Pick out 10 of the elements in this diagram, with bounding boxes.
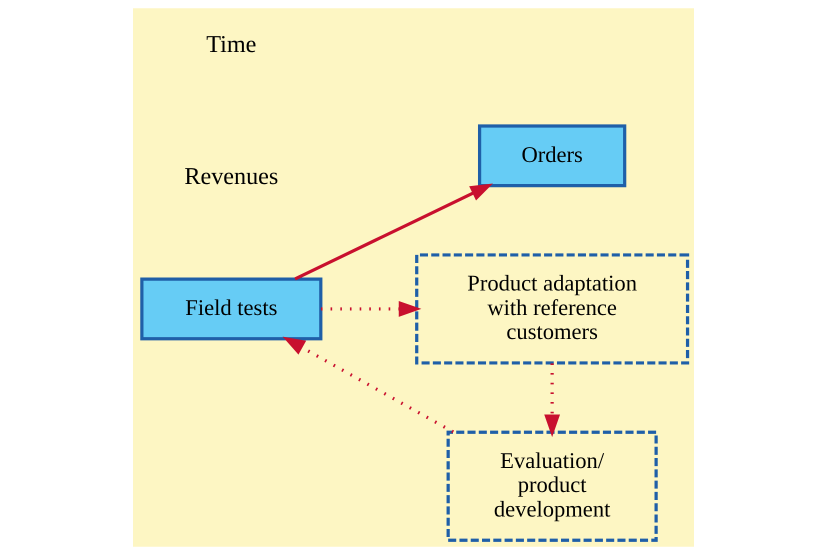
label: Time <box>206 30 256 58</box>
arrow <box>282 336 454 434</box>
arrow <box>544 363 560 438</box>
node-box: Product adaptation with reference customers <box>414 253 689 365</box>
node-box: Evaluation/ product development <box>446 430 658 542</box>
node-box: Field tests <box>140 278 322 340</box>
label: Revenues <box>184 163 278 190</box>
arrow <box>294 184 492 280</box>
node-box: Orders <box>477 124 626 188</box>
arrow <box>320 301 421 317</box>
